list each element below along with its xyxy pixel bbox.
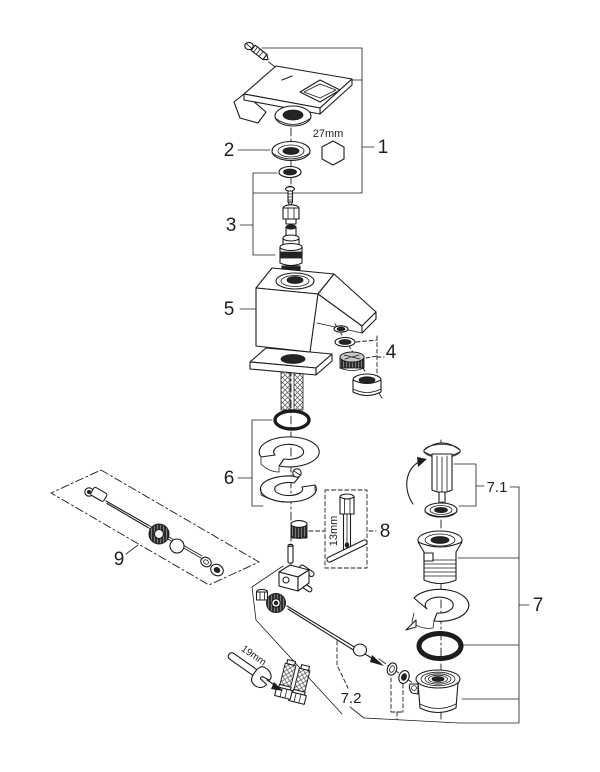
callout-label-6: 6 (224, 468, 235, 489)
part-handle-fix-screw (284, 185, 296, 207)
callout-label-2: 2 (224, 140, 235, 161)
part-handle-base-ring (274, 105, 312, 127)
socket-size-label: 13mm (328, 516, 340, 547)
part-aerator-set (334, 336, 382, 397)
part-drain-rings (386, 662, 410, 684)
callout-labels: 1 2 3 4 5 6 7 7.1 7.2 8 9 (114, 137, 544, 707)
part-plug-seal (424, 502, 458, 518)
part-drain-oring (416, 631, 464, 661)
part-adapter-nut (282, 204, 300, 225)
part-oring-body (273, 409, 311, 431)
callout-label-7: 7 (533, 595, 544, 616)
part-cartridge (279, 224, 303, 276)
callout-label-7-1: 7.1 (487, 479, 508, 496)
part-rod-clamp-block (255, 564, 315, 613)
part-wedge-gasket (258, 436, 320, 473)
hex-key-note (321, 140, 345, 166)
part-base-plate (249, 347, 333, 376)
part-faucet-body (255, 267, 377, 353)
part-popup-rod-installed (286, 605, 384, 666)
rod-detail-panel (251, 565, 343, 715)
part-lever-handle (233, 65, 353, 124)
wrench-tool (227, 652, 283, 691)
part-mounting-nut (290, 520, 308, 539)
callout-label-4: 4 (386, 342, 397, 363)
pullrod-set-box (50, 469, 260, 586)
part-mounting-clamp (259, 468, 317, 503)
part-pivot-pin (287, 543, 294, 564)
part-handle-screw (244, 41, 269, 61)
part-drain-wedge-gasket (405, 588, 470, 631)
callout-label-9: 9 (114, 549, 125, 570)
callout-label-7-2: 7.2 (341, 690, 362, 707)
part-drain-flange (417, 530, 463, 585)
hex-size-label: 27mm (313, 128, 344, 140)
callout-label-1: 1 (378, 137, 389, 158)
part-seal-ring (278, 165, 302, 179)
callout-label-8: 8 (380, 521, 391, 542)
part-escutcheon-ring (271, 140, 311, 162)
callout-label-5: 5 (224, 299, 235, 320)
callout-label-3: 3 (226, 215, 237, 236)
part-supply-hoses (274, 659, 311, 705)
socket-tool-box (324, 489, 368, 569)
part-drain-body (408, 669, 461, 714)
callout-brackets (125, 47, 530, 724)
part-popup-plug (406, 442, 461, 509)
